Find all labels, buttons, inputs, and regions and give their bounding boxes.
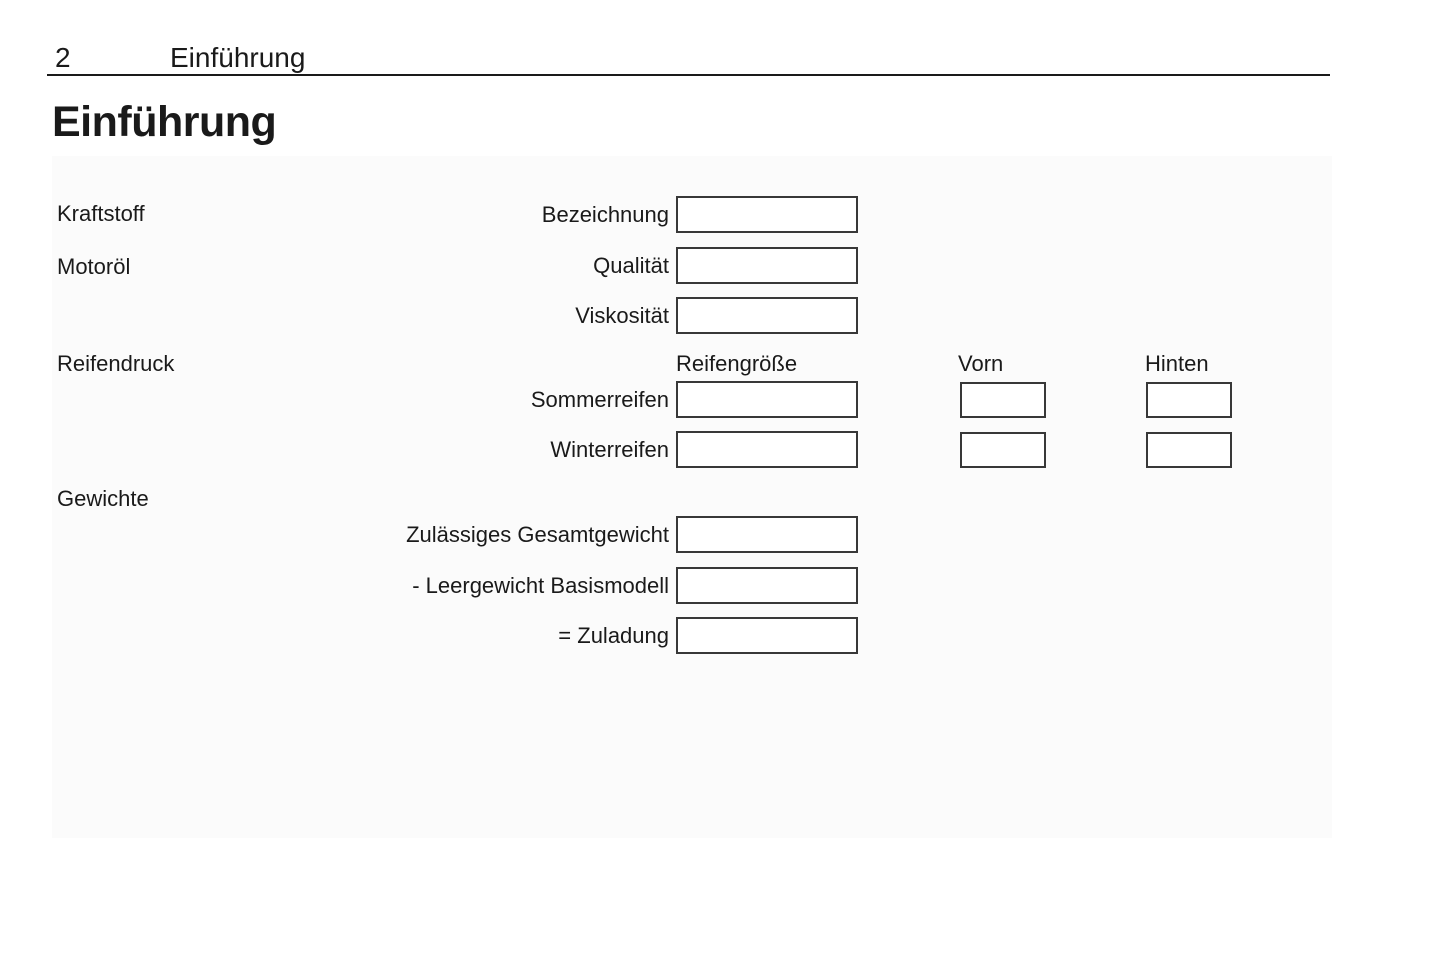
- field-label-viskositaet: Viskosität: [575, 303, 669, 328]
- column-header-reifengroesse: Reifengröße: [676, 351, 798, 376]
- leergewicht-input[interactable]: [676, 567, 858, 604]
- column-header-hinten: Hinten: [1145, 351, 1209, 376]
- section-label-motoroel: Motoröl: [57, 254, 131, 279]
- field-label-qualitaet: Qualität: [593, 253, 669, 278]
- winterreifen-hinten-input[interactable]: [1146, 432, 1232, 468]
- sommerreifen-hinten-input[interactable]: [1146, 382, 1232, 418]
- page-title: Einführung: [52, 98, 277, 146]
- winterreifen-groesse-input[interactable]: [676, 431, 858, 468]
- page-number: 2: [55, 42, 71, 73]
- column-header-vorn: Vorn: [958, 351, 1004, 376]
- field-label-winterreifen: Winterreifen: [550, 437, 669, 462]
- gesamtgewicht-input[interactable]: [676, 516, 858, 553]
- sommerreifen-vorn-input[interactable]: [960, 382, 1046, 418]
- zuladung-input[interactable]: [676, 617, 858, 654]
- field-label-sommerreifen: Sommerreifen: [530, 387, 669, 412]
- header-rule: [47, 74, 1330, 76]
- field-label-zuladung: = Zuladung: [558, 623, 669, 648]
- field-label-leergewicht: - Leergewicht Basismodell: [412, 573, 669, 598]
- field-label-bezeichnung: Bezeichnung: [541, 202, 669, 227]
- field-label-gesamtgewicht: Zulässiges Gesamtgewicht: [406, 522, 669, 547]
- sommerreifen-groesse-input[interactable]: [676, 381, 858, 418]
- section-label-reifendruck: Reifendruck: [57, 351, 175, 376]
- section-label-gewichte: Gewichte: [57, 486, 149, 511]
- header-chapter-title: Einführung: [170, 42, 306, 73]
- bezeichnung-input[interactable]: [676, 196, 858, 233]
- winterreifen-vorn-input[interactable]: [960, 432, 1046, 468]
- section-label-kraftstoff: Kraftstoff: [57, 201, 145, 226]
- viskositaet-input[interactable]: [676, 297, 858, 334]
- qualitaet-input[interactable]: [676, 247, 858, 284]
